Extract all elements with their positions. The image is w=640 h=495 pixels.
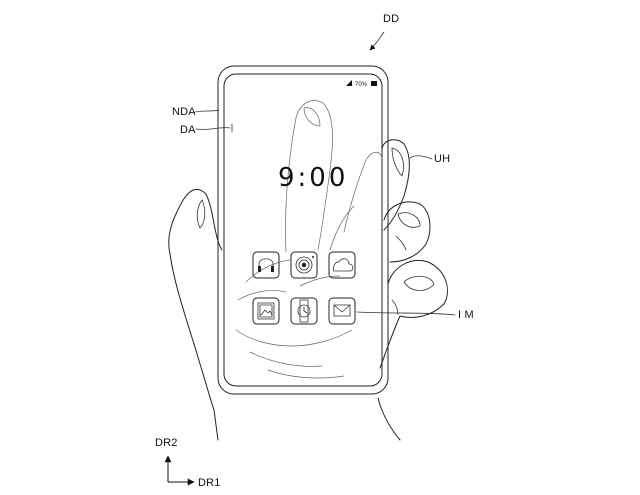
label-direction-1: DR1 (198, 477, 221, 489)
finger-index (381, 139, 410, 231)
finger-middle (383, 201, 431, 263)
hand-behind-display (235, 100, 383, 379)
reference-labels: DD NDA DA UH I M (172, 13, 474, 321)
icon-menu (252, 251, 356, 325)
thumb-nail (196, 199, 206, 229)
label-device: DD (383, 13, 399, 25)
display-area (223, 73, 383, 387)
finger-ring (379, 260, 448, 369)
label-display-area: DA (180, 124, 196, 136)
battery-percent: 70% (355, 82, 368, 88)
label-non-display-area: NDA (172, 106, 196, 118)
leader-user-hand (409, 155, 433, 160)
status-bar: 70% (346, 80, 377, 88)
finger-middle-nail (397, 212, 421, 228)
headphones-icon[interactable] (252, 251, 280, 279)
camera-icon[interactable] (290, 251, 318, 279)
signal-icon (346, 80, 352, 86)
label-direction-2: DR2 (155, 437, 178, 449)
direction-axes: DR2 DR1 (155, 437, 221, 489)
leader-icon-menu (356, 311, 456, 316)
label-icon-menu: I M (458, 309, 474, 321)
weather-cloud-icon[interactable] (328, 251, 356, 279)
hand-thumb (168, 188, 223, 441)
finger-ring-nail (403, 275, 435, 291)
finger-index-nail (391, 147, 404, 177)
display-device: 70% 9:00 (217, 65, 389, 395)
gallery-icon[interactable] (252, 297, 280, 325)
label-user-hand: UH (434, 153, 450, 165)
hand-wrist-edge (377, 397, 401, 441)
user-hand (168, 139, 448, 441)
watch-icon[interactable] (290, 297, 318, 325)
leader-device (369, 31, 385, 51)
clock-display: 9:00 (278, 163, 348, 193)
leader-non-display-area (194, 109, 220, 113)
device-outer-frame (217, 65, 389, 395)
leader-display-area (195, 127, 231, 130)
battery-icon (371, 81, 377, 86)
mail-icon[interactable] (328, 297, 356, 325)
